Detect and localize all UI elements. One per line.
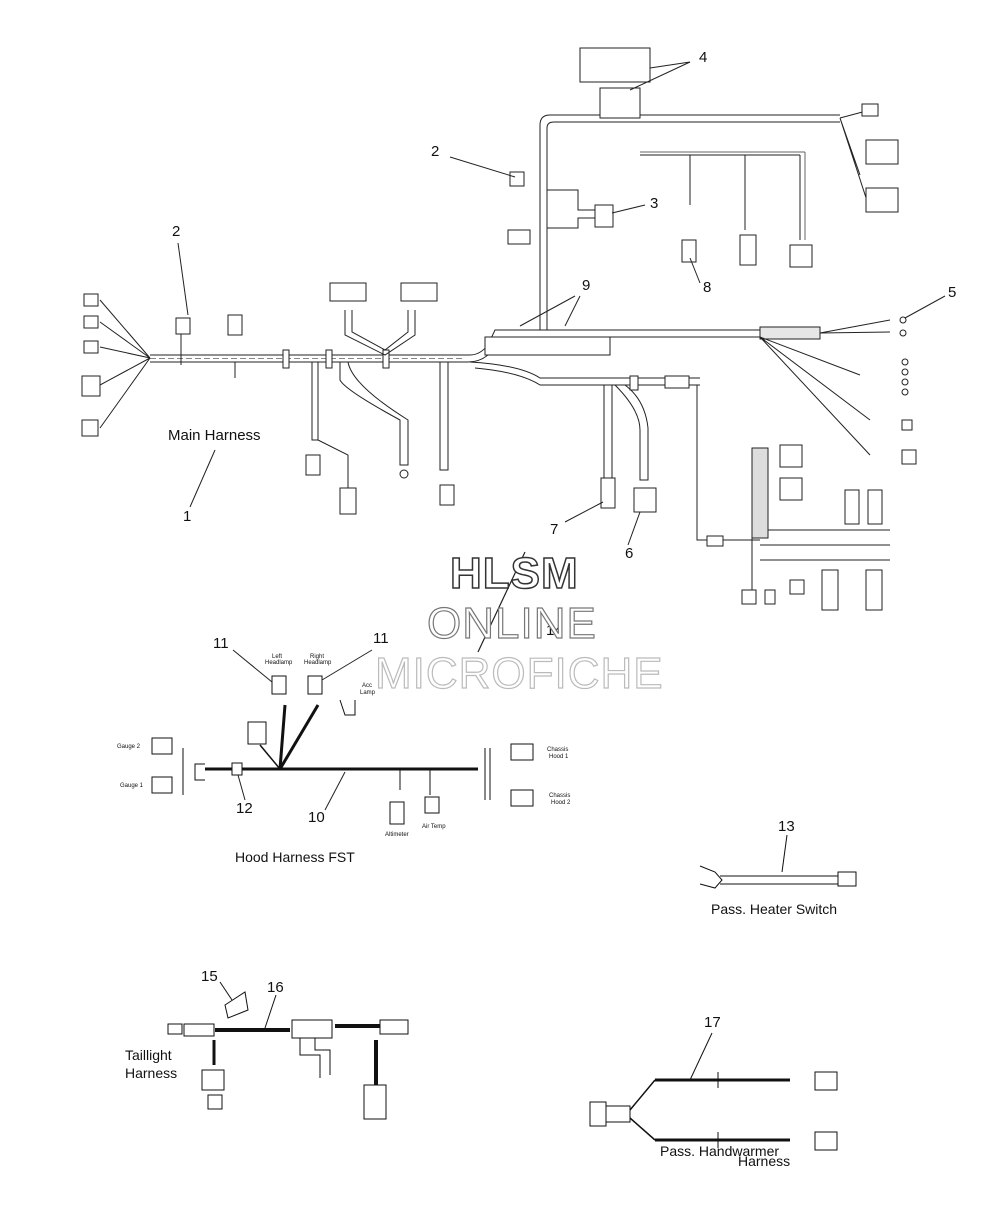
callout-6: 6 [625,545,633,562]
main-harness [81,47,917,611]
watermark-line3: MICROFICHE [375,649,664,698]
chassis-hood2-label-1: Chassis [549,793,570,799]
gauge1-label: Gauge 1 [120,783,144,789]
hood-harness-title: Hood Harness FST [235,849,355,865]
right-headlamp-label-1: Right [310,654,324,660]
callout-17: 17 [704,1014,721,1031]
taillight-title-line1: Taillight [125,1047,172,1063]
heater-switch-harness [699,834,857,889]
callout-7: 7 [550,521,558,538]
watermark-line1: HLSM [450,549,579,598]
callout-11a: 11 [213,635,229,652]
taillight-title-line2: Harness [125,1065,177,1081]
callout-16: 16 [267,979,284,996]
callout-3: 3 [650,195,658,212]
callout-12: 12 [236,800,253,817]
heater-switch-title: Pass. Heater Switch [711,901,837,917]
handwarmer-title-line2: Harness [738,1153,790,1169]
right-headlamp-label-2: Headlamp [304,660,332,666]
callout-15: 15 [201,968,218,985]
callout-9: 9 [582,277,590,294]
callout-14: 14 [546,622,563,639]
acc-lamp-label-1: Acc [362,683,372,689]
callout-10: 10 [308,809,325,826]
callout-11b: 11 [373,630,389,647]
handwarmer-harness [589,1032,838,1151]
watermark-leader [477,551,526,653]
callout-13: 13 [778,818,795,835]
main-leaders [177,61,946,546]
callout-5: 5 [948,284,956,301]
taillight-harness [167,981,409,1120]
main-harness-title: Main Harness [168,427,261,444]
left-headlamp-label-2: Headlamp [265,660,293,666]
altimeter-label: Altimeter [385,832,409,838]
gauge2-label: Gauge 2 [117,744,141,750]
handwarmer-title-line1: Pass. Handwarmer [660,1143,779,1159]
hood-leaders [232,649,373,811]
callout-2b: 2 [431,143,439,160]
hood-harness [151,675,534,825]
callout-4: 4 [699,49,707,66]
chassis-hood2-label-2: Hood 2 [551,800,571,806]
callout-2a: 2 [172,223,180,240]
left-headlamp-label-1: Left [272,654,282,660]
chassis-hood1-label-2: Hood 1 [549,754,569,760]
chassis-hood1-label-1: Chassis [547,747,568,753]
air-temp-label: Air Temp [422,824,446,830]
callout-8: 8 [703,279,711,296]
acc-lamp-label-2: Lamp [360,690,376,696]
watermark-line2: ONLINE [427,599,597,648]
callout-1: 1 [183,508,191,525]
